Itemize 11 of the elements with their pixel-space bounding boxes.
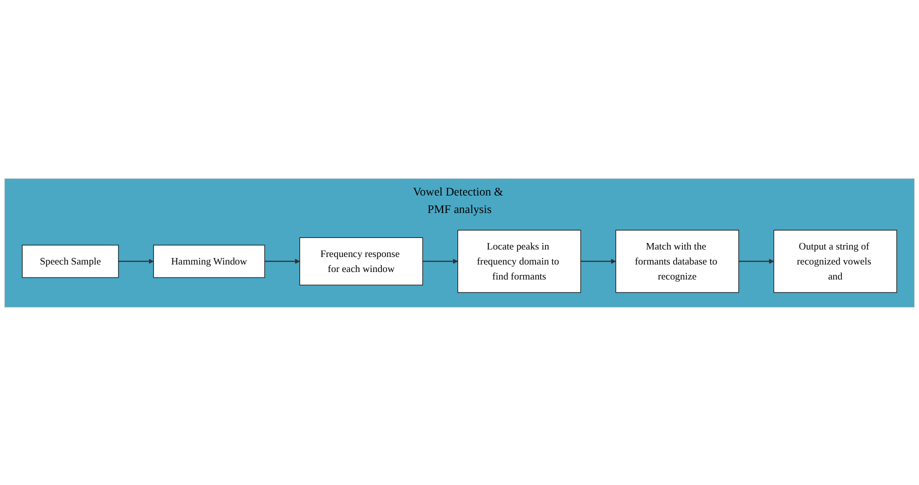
arrow	[264, 258, 300, 264]
arrow	[118, 258, 154, 264]
node-box: Output a string of recognized vowels and	[774, 229, 898, 292]
arrow	[738, 258, 774, 264]
arrow	[580, 258, 616, 264]
arrow	[422, 258, 458, 264]
node-box: Locate peaks in frequency domain to find formants	[458, 229, 581, 292]
node-box: Hamming Window	[153, 244, 265, 278]
node-box: Frequency response for each window	[299, 236, 423, 285]
node-box: Match with the formants database to recognize	[616, 229, 739, 292]
node-box: Speech Sample	[22, 244, 119, 278]
